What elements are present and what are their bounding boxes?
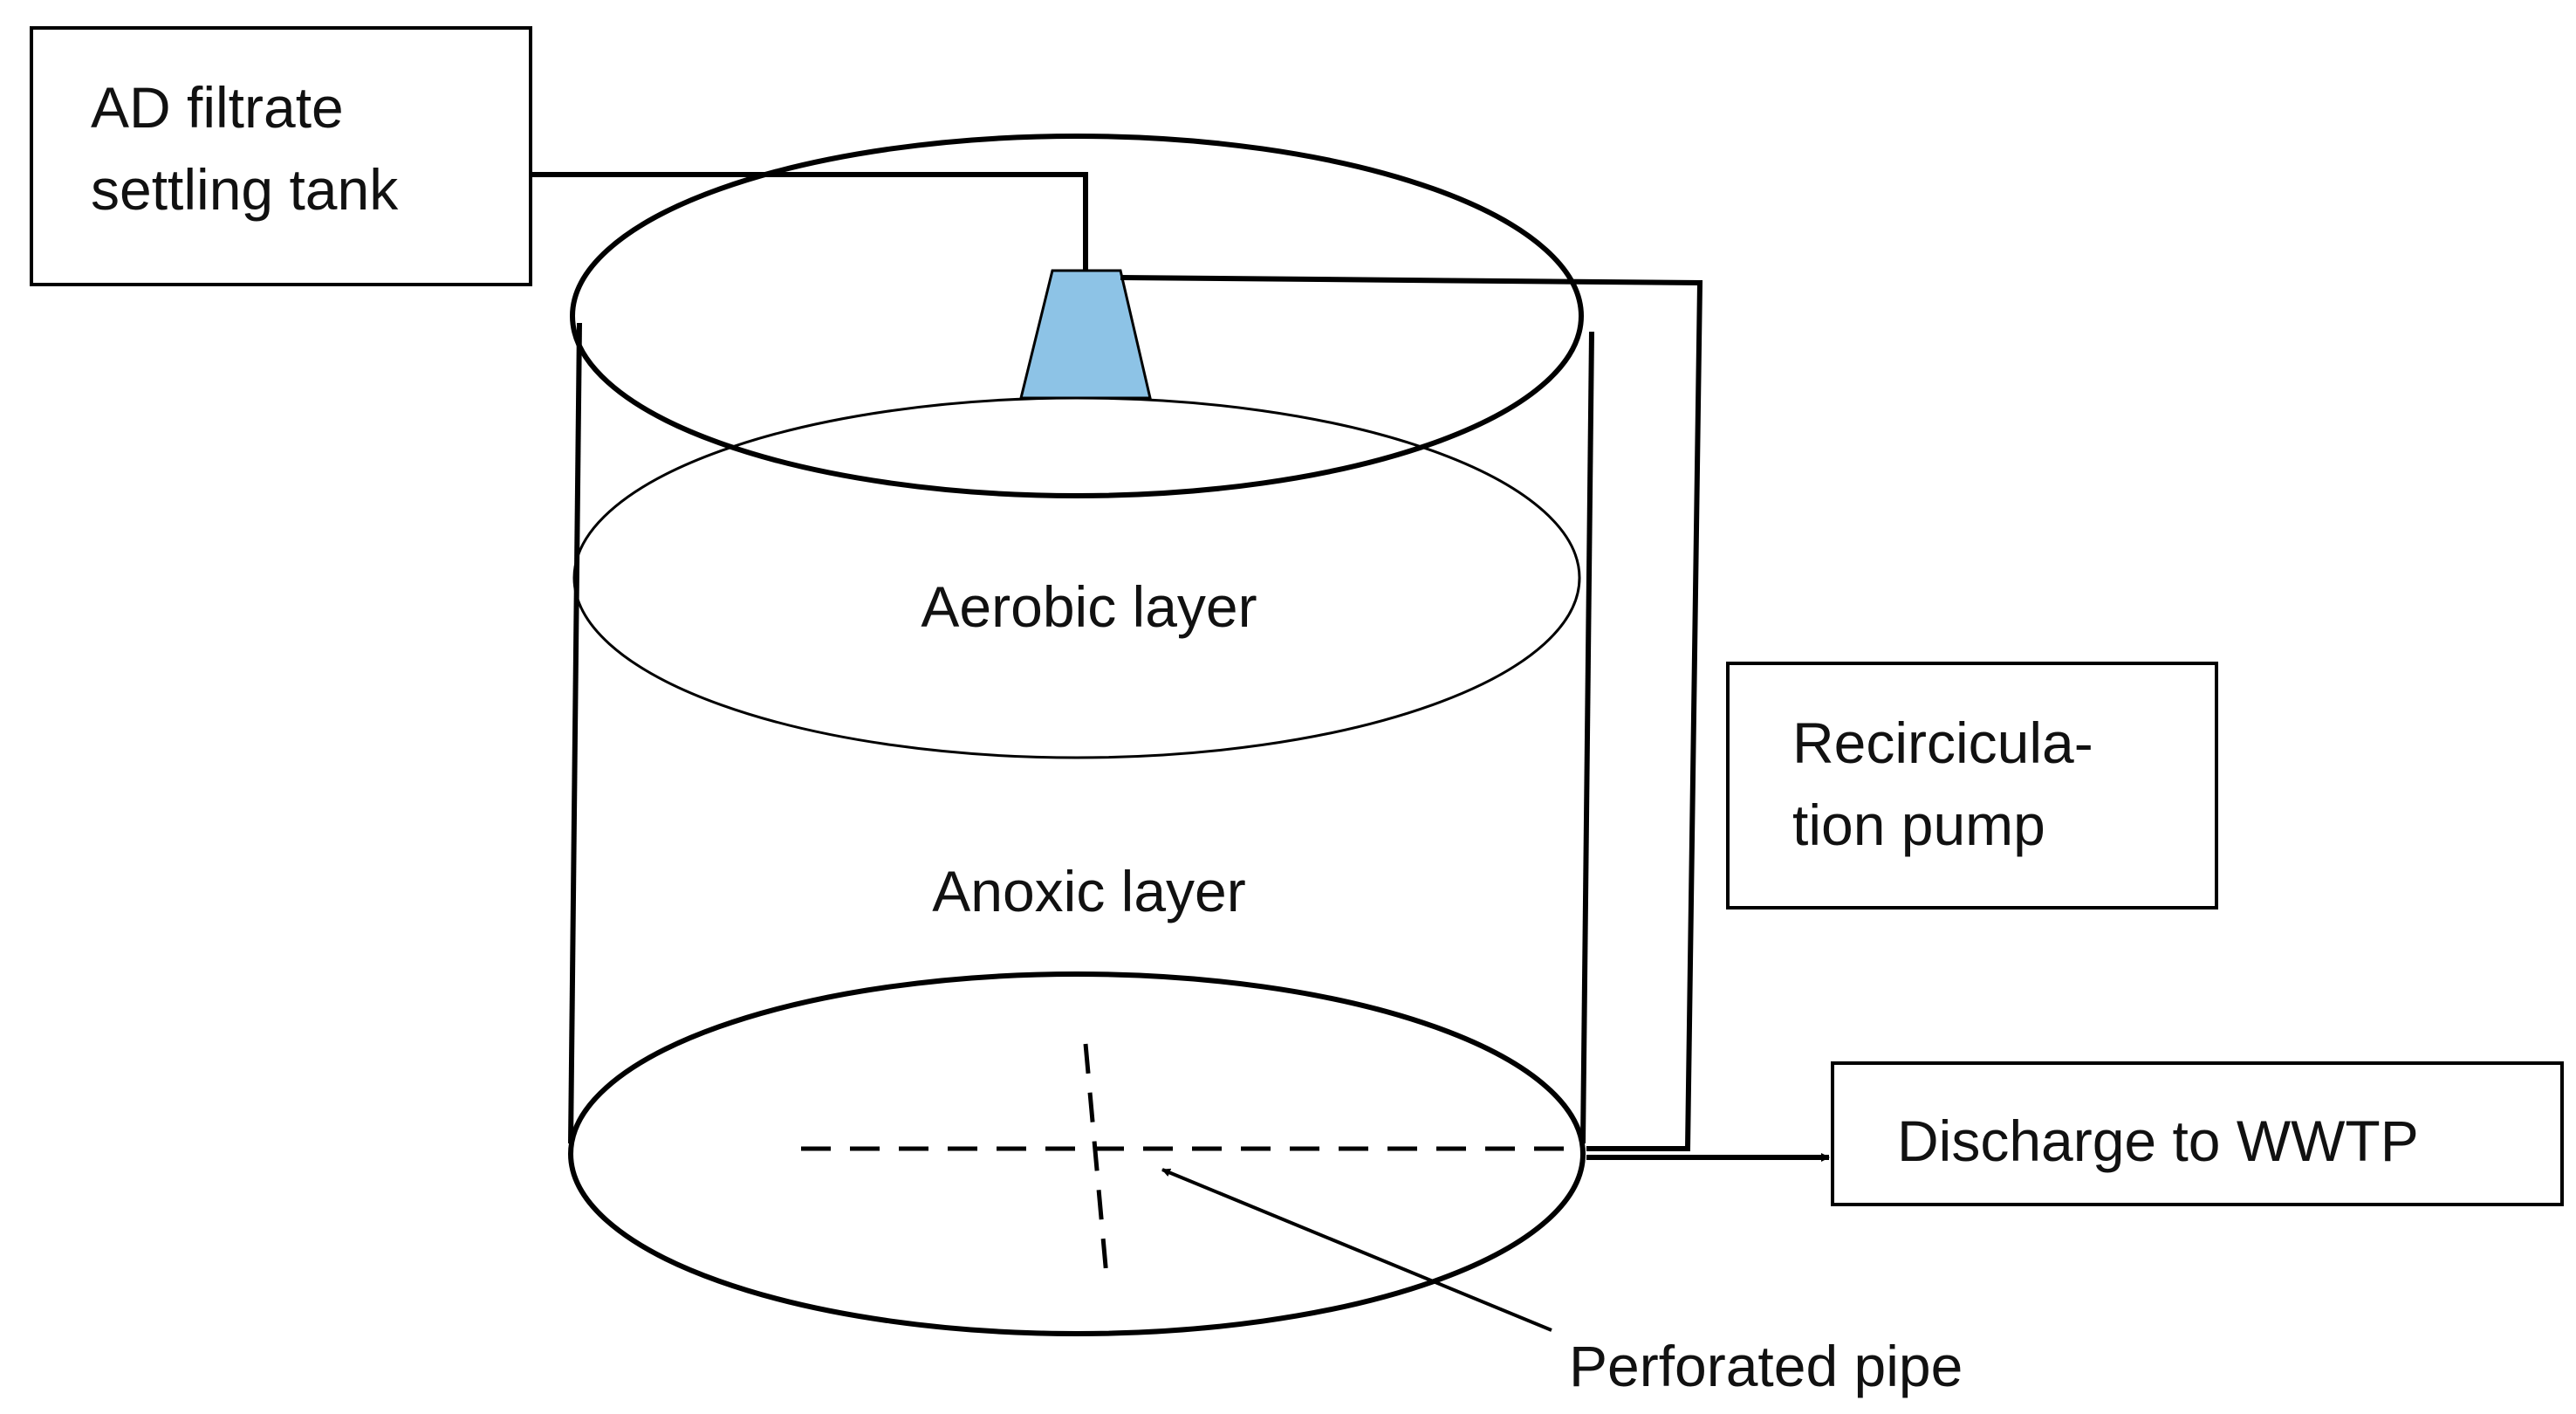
cylinder-right-wall — [1580, 331, 1594, 1144]
recirculation-pump-box: Recircicula- tion pump — [1726, 662, 2218, 909]
perforated-pipe-pointer — [1161, 1168, 1552, 1332]
perforated-pipe-label: Perforated pipe — [1569, 1334, 1963, 1398]
cylinder-bottom — [568, 971, 1586, 1336]
cylinder-top — [570, 134, 1584, 498]
recirculation-pipe — [1120, 275, 1703, 1151]
settling-tank-label-line1: AD filtrate — [91, 75, 344, 140]
pump-label-line1: Recircicula- — [1792, 710, 2093, 775]
aerobic-layer-label: Aerobic layer — [921, 574, 1257, 639]
inlet-distributor — [1019, 269, 1152, 400]
settling-tank-box: AD filtrate settling tank — [30, 26, 532, 286]
pump-label-line2: tion pump — [1792, 793, 2045, 857]
perforated-pipe-vertical — [1083, 1043, 1109, 1277]
cylinder-left-wall — [568, 322, 582, 1144]
discharge-label: Discharge to WWTP — [1897, 1109, 2419, 1173]
anoxic-layer-label: Anoxic layer — [932, 859, 1246, 923]
settling-tank-label-line2: settling tank — [91, 157, 399, 222]
feed-pipe — [531, 172, 1088, 271]
discharge-box: Discharge to WWTP — [1831, 1061, 2564, 1206]
